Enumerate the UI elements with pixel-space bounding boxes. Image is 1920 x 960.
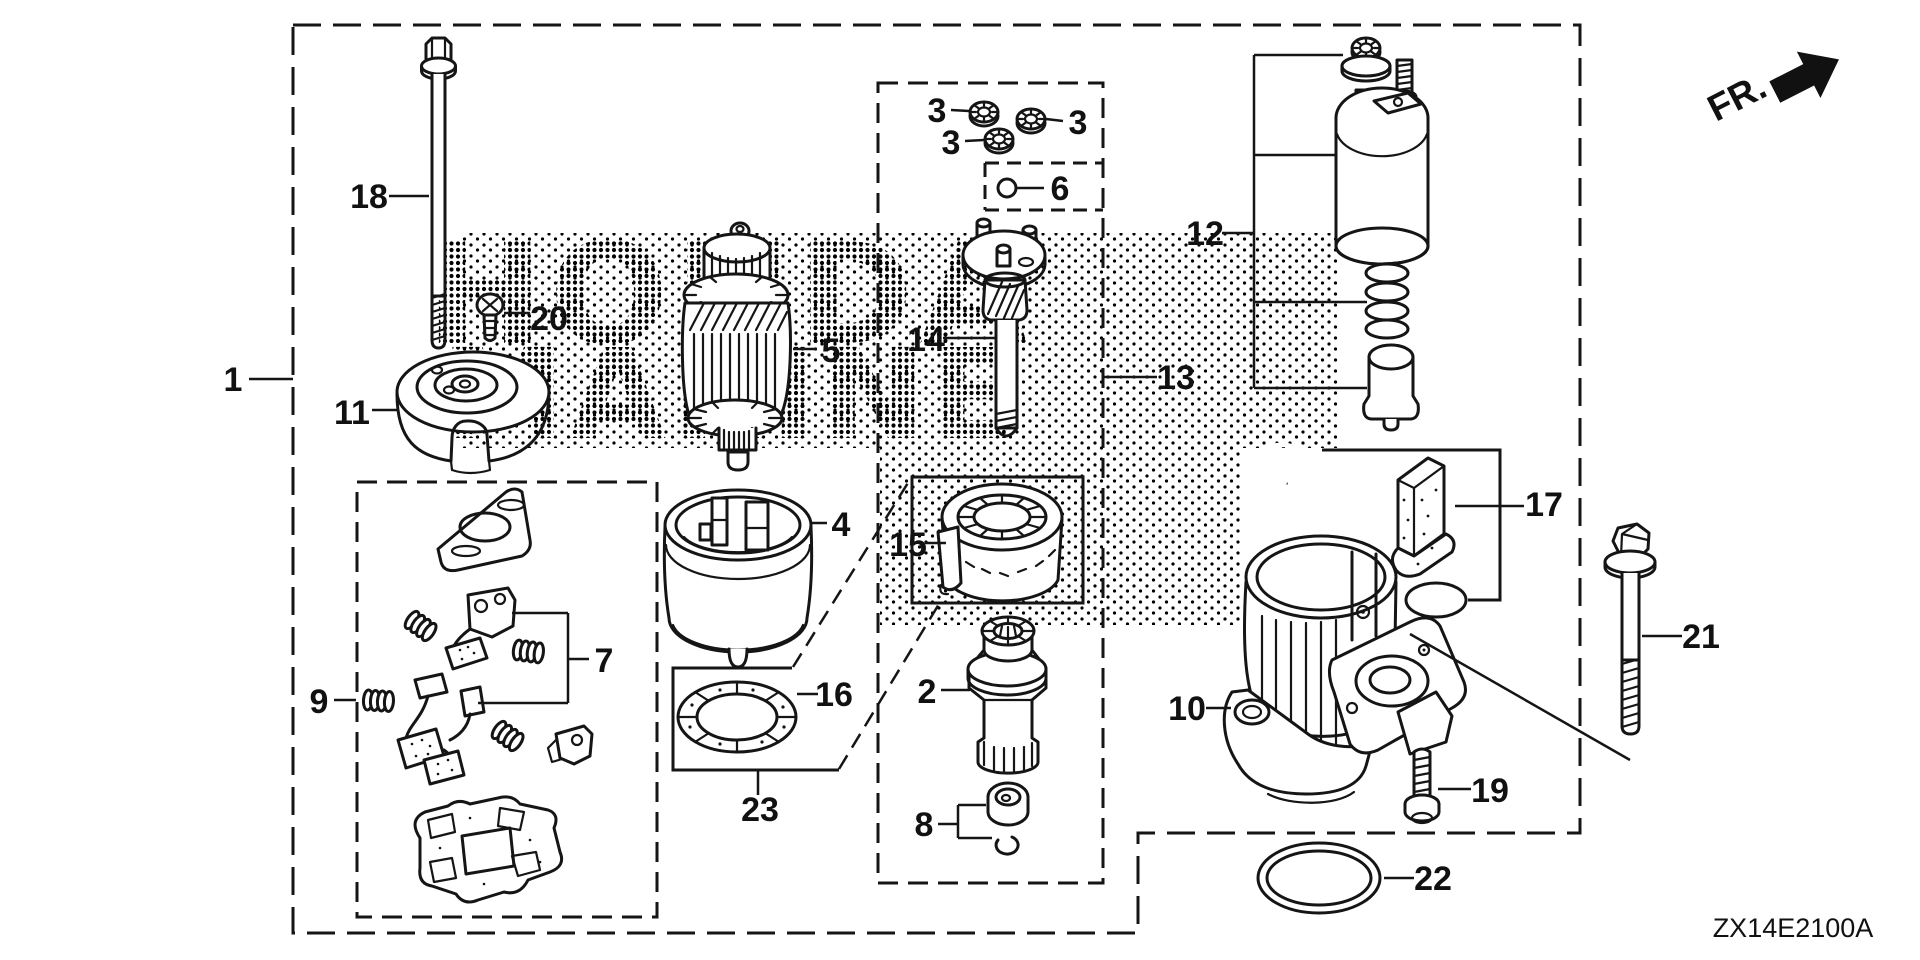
- part-4-housing: [662, 488, 814, 669]
- callout-8: 8: [915, 806, 934, 844]
- callout-2: 2: [918, 673, 937, 711]
- fr-direction: FR.: [1701, 51, 1839, 130]
- callout-21: 21: [1682, 618, 1720, 656]
- part-19-bolt: [1403, 747, 1441, 825]
- part-16-washer: [676, 680, 798, 754]
- main-assembly-boundary: [291, 23, 1582, 935]
- callout-6: 6: [1051, 170, 1070, 208]
- projection-dashed-lines: [791, 477, 941, 770]
- callout-5: 5: [822, 332, 841, 370]
- fr-label: FR.: [1701, 66, 1773, 130]
- dot-field-1: [460, 233, 1340, 448]
- callout-16: 16: [815, 676, 853, 714]
- fr-arrow-icon: [1769, 51, 1839, 103]
- part-7-brush-kit: [401, 487, 547, 671]
- leader-7: [478, 611, 589, 705]
- callout-3a: 3: [928, 92, 947, 130]
- part-8-bushing-set: [986, 781, 1030, 856]
- callout-19: 19: [1471, 772, 1509, 810]
- callouts: 1 18 20 11 5 3 3 3 6 12 14 13 4 15 2 8 1…: [224, 92, 1720, 898]
- brush-clip: [1245, 442, 1373, 521]
- part-20-screw: [475, 292, 505, 342]
- part-16-box: [671, 666, 839, 772]
- leader-lines: [249, 53, 1682, 880]
- part-15-clutch-ring: [936, 482, 1064, 603]
- callout-1: 1: [224, 361, 243, 399]
- leader-3c: [964, 138, 985, 143]
- callout-10: 10: [1168, 690, 1206, 728]
- callout-3c: 3: [942, 124, 961, 162]
- part-2-pinion: [966, 615, 1048, 775]
- callout-9: 9: [310, 683, 329, 721]
- leader-3a: [950, 108, 970, 113]
- brush-kit-boundary: [355, 480, 659, 919]
- callout-3b: 3: [1069, 104, 1088, 142]
- part-17-box: [1322, 448, 1502, 602]
- kit-6-divider: [983, 161, 1103, 212]
- diagram-code: ZX14E2100A: [1713, 913, 1874, 943]
- callout-7: 7: [595, 642, 614, 680]
- callout-13: 13: [1157, 359, 1195, 397]
- part-21-bolt: [1603, 522, 1657, 736]
- part-22-o-ring: [1256, 841, 1382, 915]
- part-18-bolt: [420, 36, 457, 350]
- callout-18: 18: [350, 178, 388, 216]
- bolt-21-projection-line: [1409, 632, 1631, 762]
- callout-12: 12: [1186, 215, 1224, 253]
- washer-stipple: [688, 688, 786, 746]
- part-15-box: [910, 475, 1085, 605]
- leader-12: [1222, 53, 1367, 390]
- part-17-brush-set: [1245, 442, 1468, 619]
- part-5-armature: [680, 221, 792, 472]
- callout-11: 11: [334, 394, 370, 432]
- part-14-shaft: [961, 217, 1047, 438]
- part-9-brush-kit: [361, 672, 594, 904]
- kit-13-boundary: [876, 81, 1105, 885]
- watermark: HONDA MARINE: [426, 214, 1340, 625]
- solenoid-spring: [1364, 262, 1410, 340]
- callout-22: 22: [1414, 860, 1452, 898]
- callout-23: 23: [741, 791, 779, 829]
- leader-3b: [1045, 117, 1064, 123]
- brush-disc: [1404, 581, 1468, 619]
- callout-15: 15: [889, 526, 927, 564]
- part-11-end-cap: [395, 350, 551, 475]
- solenoid-plunger: [1362, 343, 1420, 432]
- callout-4: 4: [832, 506, 851, 544]
- callout-14: 14: [907, 321, 945, 359]
- part-6-ring: [996, 177, 1018, 199]
- callout-17: 17: [1525, 486, 1563, 524]
- part-12-solenoid: [1334, 36, 1430, 432]
- brush-block: [1391, 456, 1456, 578]
- leader-8: [938, 803, 992, 840]
- part-10-gear-case: [1222, 534, 1467, 804]
- part-3-nuts: [968, 100, 1047, 155]
- callout-20: 20: [530, 300, 568, 338]
